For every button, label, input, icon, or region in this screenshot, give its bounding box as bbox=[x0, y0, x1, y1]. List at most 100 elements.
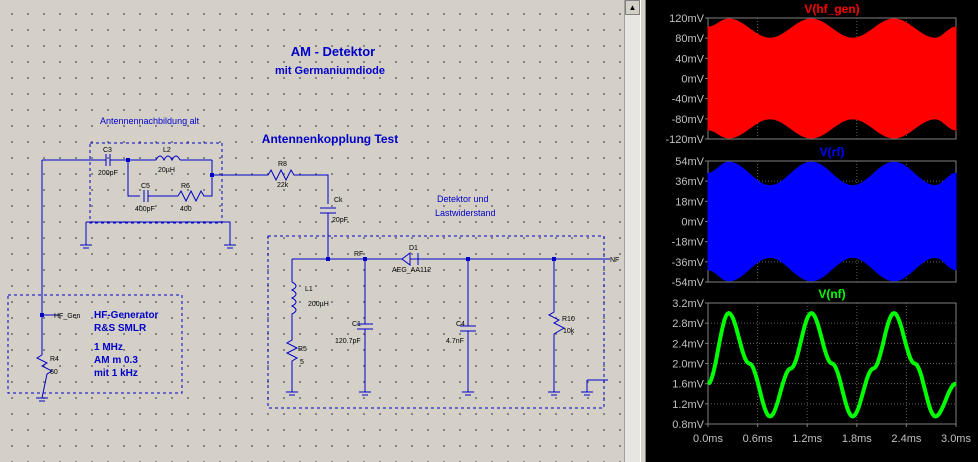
c4-value: 4.7nF bbox=[446, 338, 464, 345]
r10-value: 10k bbox=[563, 328, 575, 335]
waveform-viewer[interactable]: 120mV 80mV 40mV 0mV -40mV -80mV -120mV V(hf_gen… bbox=[646, 0, 978, 462]
generator-line2: R&S SMLR bbox=[94, 323, 147, 334]
c1-name: C1 bbox=[352, 321, 361, 328]
schematic-editor[interactable]: AM - Detektor mit Germaniumdiode Antenne… bbox=[0, 0, 624, 462]
y-tick-label: -40mV bbox=[672, 94, 705, 106]
schematic-scrollbar[interactable]: ▲ bbox=[624, 0, 641, 462]
trace-title: V(nf) bbox=[818, 287, 845, 301]
pane-splitter[interactable] bbox=[640, 0, 646, 462]
trace-title: V(rf) bbox=[820, 145, 845, 159]
l1-value: 200µH bbox=[308, 301, 329, 308]
resistor-r4[interactable] bbox=[35, 354, 54, 402]
capacitor-c1[interactable] bbox=[357, 259, 373, 396]
generator-line4: AM m 0.3 bbox=[94, 355, 138, 366]
antenna-model-label: Antennennachbildung alt bbox=[100, 116, 200, 126]
generator-line1: HF-Generator bbox=[94, 310, 159, 321]
trace-title: V(hf_gen) bbox=[804, 2, 859, 16]
y-tick-label: -36mV bbox=[672, 257, 705, 269]
detector-box bbox=[267, 235, 605, 409]
y-tick-label: -18mV bbox=[672, 237, 705, 249]
net-label-hf-gen[interactable]: HF_Gen bbox=[54, 313, 81, 320]
inductor-l2[interactable] bbox=[150, 155, 212, 162]
antenna-ground[interactable] bbox=[80, 221, 236, 249]
x-tick-label: 1.8ms bbox=[842, 433, 872, 445]
waveform-canvas[interactable]: 120mV 80mV 40mV 0mV -40mV -80mV -120mV V(hf_gen… bbox=[646, 0, 978, 462]
resistor-r8[interactable] bbox=[262, 168, 329, 204]
c5-name: C5 bbox=[141, 183, 150, 190]
y-tick-label: -80mV bbox=[672, 114, 705, 126]
capacitor-c4[interactable] bbox=[460, 259, 476, 396]
x-tick-label: 0.0ms bbox=[693, 433, 723, 445]
generator-line3: 1 MHz bbox=[94, 342, 123, 353]
y-tick-label: -54mV bbox=[672, 277, 705, 289]
l1-name: L1 bbox=[305, 286, 313, 293]
detector-label-line2: Lastwiderstand bbox=[435, 208, 496, 218]
ck-value: 20pF bbox=[332, 217, 348, 224]
l2-name: L2 bbox=[163, 147, 171, 154]
resistor-r10[interactable] bbox=[547, 259, 566, 396]
r8-value: 22k bbox=[277, 182, 289, 189]
d1-name: D1 bbox=[409, 245, 418, 252]
coupling-title: Antennenkopplung Test bbox=[262, 132, 398, 146]
x-tick-label: 1.2ms bbox=[792, 433, 822, 445]
detector-label-line1: Detektor und bbox=[437, 194, 489, 204]
y-tick-label: 18mV bbox=[675, 196, 704, 208]
c3-value: 200pF bbox=[98, 170, 118, 177]
junction-dot bbox=[466, 257, 470, 261]
schematic-title-line2: mit Germaniumdiode bbox=[275, 65, 385, 77]
generator-line5: mit 1 kHz bbox=[94, 368, 138, 379]
net-label-rf[interactable]: RF bbox=[354, 251, 363, 258]
c5-value: 400pF bbox=[135, 206, 155, 213]
y-tick-label: 2.4mV bbox=[672, 338, 704, 350]
c3-name: C3 bbox=[103, 147, 112, 154]
d1-value: AEG_AA112 bbox=[392, 267, 431, 274]
junction-dot bbox=[363, 257, 367, 261]
y-tick-label: 0.8mV bbox=[672, 419, 704, 431]
junction-dot bbox=[126, 158, 130, 162]
trace-rf-envelope bbox=[707, 161, 957, 282]
resistor-r6[interactable] bbox=[177, 160, 213, 203]
y-tick-label: -120mV bbox=[665, 134, 704, 146]
junction-dot bbox=[326, 257, 330, 261]
y-tick-label: 40mV bbox=[675, 53, 704, 65]
r4-name: R4 bbox=[50, 356, 59, 363]
schematic-title-line1: AM - Detektor bbox=[291, 44, 376, 59]
y-tick-label: 36mV bbox=[675, 176, 704, 188]
y-tick-label: 2.0mV bbox=[672, 359, 704, 371]
x-tick-label: 2.4ms bbox=[891, 433, 921, 445]
y-tick-label: 1.6mV bbox=[672, 379, 704, 391]
antenna-model-box bbox=[89, 142, 223, 224]
c4-name: C4 bbox=[456, 321, 465, 328]
junction-dot bbox=[40, 313, 44, 317]
generator-box bbox=[7, 294, 183, 394]
schematic-canvas[interactable]: AM - Detektor mit Germaniumdiode Antenne… bbox=[0, 0, 624, 462]
x-tick-label: 3.0ms bbox=[941, 433, 971, 445]
l2-value: 20µH bbox=[158, 167, 175, 174]
y-tick-label: 0mV bbox=[681, 74, 704, 86]
y-tick-label: 54mV bbox=[675, 156, 704, 168]
y-tick-label: 80mV bbox=[675, 33, 704, 45]
ck-name: Ck bbox=[334, 197, 343, 204]
scroll-up-button[interactable]: ▲ bbox=[625, 0, 640, 15]
y-tick-label: 1.2mV bbox=[672, 399, 704, 411]
nf-ground[interactable] bbox=[581, 379, 608, 396]
c1-value: 120.7pF bbox=[335, 338, 361, 345]
junction-dot bbox=[210, 173, 214, 177]
capacitor-ck[interactable] bbox=[320, 207, 336, 259]
r6-value: 400 bbox=[180, 206, 192, 213]
net-label-nf[interactable]: NF bbox=[610, 257, 619, 264]
x-tick-label: 0.6ms bbox=[743, 433, 773, 445]
y-tick-label: 120mV bbox=[669, 13, 705, 25]
r4-value: 60 bbox=[50, 369, 58, 376]
r6-name: R6 bbox=[181, 183, 190, 190]
y-tick-label: 0mV bbox=[681, 217, 704, 229]
trace-hf_gen-envelope bbox=[707, 18, 957, 139]
capacitor-c5[interactable] bbox=[127, 160, 178, 202]
y-tick-label: 2.8mV bbox=[672, 318, 704, 330]
arrow-up-icon: ▲ bbox=[628, 3, 637, 12]
inductor-l1-resistor-r5[interactable] bbox=[285, 259, 299, 392]
capacitor-c3[interactable] bbox=[98, 154, 150, 166]
junction-dot bbox=[552, 257, 556, 261]
r5-value: 5 bbox=[300, 359, 304, 366]
r10-name: R10 bbox=[562, 316, 575, 323]
